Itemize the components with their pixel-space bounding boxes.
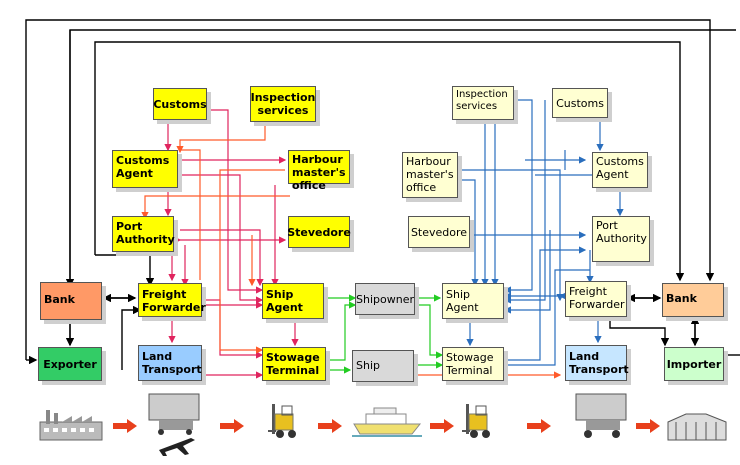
node-label: Customs Agent [116,154,170,180]
node-label: Inspection services [250,91,316,117]
node-label: Harbour master's office [292,153,346,192]
node-label: Freight Forwarder [142,288,206,314]
freight-forwarder-node-right[interactable]: Freight Forwarder [565,281,627,317]
node-label: Freight Forwarder [569,285,625,311]
forklift-icon [462,404,490,438]
bank-node-right[interactable]: Bank [662,283,724,317]
inspection-services-node-right[interactable]: Inspection services [452,86,514,120]
importer-node[interactable]: Importer [664,347,724,381]
node-label: Ship Agent [266,288,303,314]
node-label: Stevedore [287,225,351,239]
shipowner-node[interactable]: Shipowner [355,283,415,315]
ferry-icon [352,407,422,437]
customs-agent-node-left[interactable]: Customs Agent [112,150,178,188]
node-label: Customs Agent [596,155,644,181]
exporter-node[interactable]: Exporter [38,347,102,381]
node-label: Ship Agent [446,288,479,314]
bank-node-left[interactable]: Bank [40,282,102,320]
stevedore-node-left[interactable]: Stevedore [287,216,351,248]
flow-arrow-icon [430,419,454,433]
ship-agent-node-right[interactable]: Ship Agent [442,283,504,319]
inspection-services-node-left[interactable]: Inspection services [250,86,316,122]
node-label: Stowage Terminal [266,351,320,377]
truck-icon [575,393,627,438]
node-label: Stevedore [410,225,468,239]
land-transport-node-right[interactable]: Land Transport [565,345,629,381]
harbour-master-node-left[interactable]: Harbour master's office [288,150,350,192]
truck-plane-icon [148,393,200,456]
customs-agent-node-right[interactable]: Customs Agent [592,152,648,188]
node-label: Port Authority [116,220,175,246]
node-label: Inspection services [456,89,508,112]
node-label: Land Transport [142,350,202,376]
land-transport-node-left[interactable]: Land Transport [138,345,202,381]
ship-agent-node-left[interactable]: Ship Agent [262,283,324,319]
node-label: Customs [153,97,207,111]
node-label: Exporter [43,357,97,371]
harbour-master-node-right[interactable]: Harbour master's office [402,152,458,198]
flow-arrow-icon [318,419,342,433]
customs-node-right[interactable]: Customs [552,88,608,118]
flow-arrow-icon [636,419,660,433]
customs-node-left[interactable]: Customs [153,88,207,120]
port-authority-node-left[interactable]: Port Authority [112,216,175,252]
freight-forwarder-node-left[interactable]: Freight Forwarder [138,283,206,317]
node-label: Shipowner [356,292,414,306]
stevedore-node-right[interactable]: Stevedore [408,216,470,248]
node-label: Bank [44,293,75,306]
flow-arrow-icon [113,419,137,433]
port-authority-node-right[interactable]: Port Authority [592,216,650,262]
node-label: Land Transport [569,350,629,376]
node-label: Stowage Terminal [446,351,494,377]
factory-icon [39,410,103,441]
node-label: Harbour master's office [406,155,454,194]
node-label: Port Authority [596,219,647,245]
node-label: Importer [666,357,722,371]
ship-node[interactable]: Ship [352,350,414,382]
forklift-icon [268,404,296,438]
flow-arrow-icon [527,419,551,433]
stowage-terminal-node-left[interactable]: Stowage Terminal [262,347,326,381]
stowage-terminal-node-right[interactable]: Stowage Terminal [442,347,504,381]
node-label: Ship [356,359,380,372]
warehouse-icon [667,413,727,441]
node-label: Customs [556,96,604,110]
node-label: Bank [666,292,697,305]
flow-arrow-icon [220,419,244,433]
